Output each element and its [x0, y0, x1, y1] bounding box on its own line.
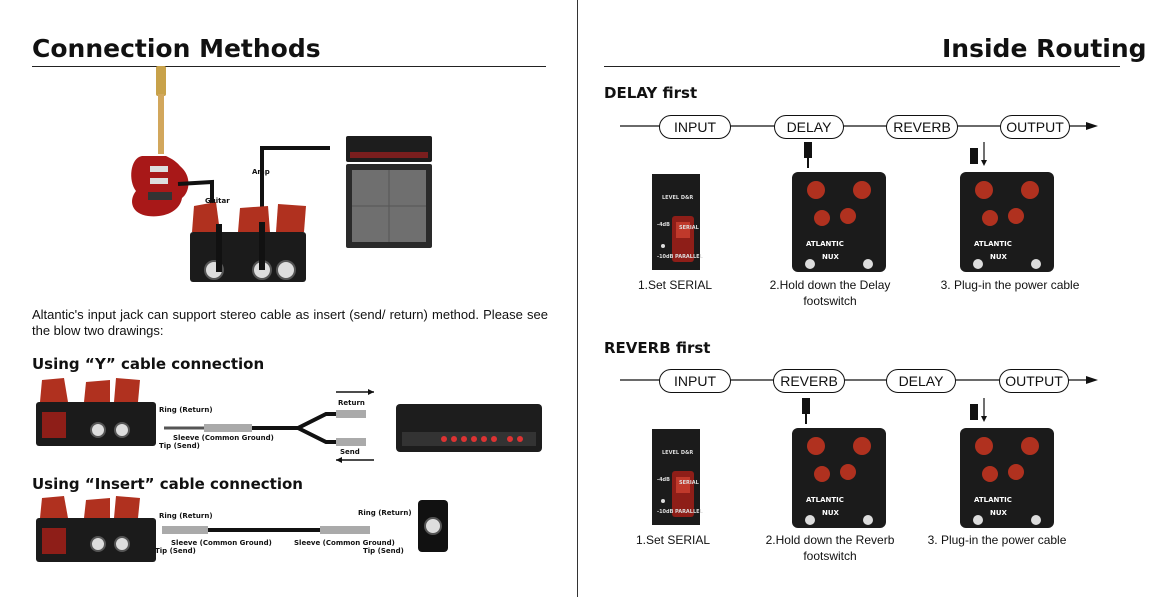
delay-pedal-power-image — [960, 142, 1054, 272]
delay-serial-switch-image — [652, 174, 700, 270]
delay-pedal-hold-image — [792, 142, 886, 272]
delay-first-heading: DELAY first — [604, 84, 698, 102]
reverb-pedal-brand: ATLANTIC — [806, 496, 844, 504]
reverb-serial-switch-image — [652, 429, 700, 525]
reverb-switch-title: LEVEL D&R — [662, 450, 694, 456]
guitar-label: Guitar — [205, 197, 230, 205]
right-title-rule — [604, 66, 1120, 67]
reverb-switch-db2: -10dB — [657, 509, 674, 515]
reverb-pedal-power-image — [960, 398, 1054, 528]
connection-illustration — [131, 66, 432, 282]
amp-label: Amp — [252, 168, 270, 176]
amp-image — [346, 136, 432, 248]
insert-cable-illustration — [36, 496, 448, 562]
y-ring-label: Ring (Return) — [159, 406, 213, 414]
delay-switch-db2: -10dB — [657, 254, 674, 260]
delay-switch-parallel: PARALLEL — [675, 254, 703, 260]
delay-chain-input: INPUT — [659, 115, 731, 139]
y-cable-heading: Using “Y” cable connection — [32, 355, 265, 373]
insert-cable-heading: Using “Insert” cable connection — [32, 475, 303, 493]
delay-pedal2-logo: NUX — [990, 253, 1007, 261]
reverb-switch-db: -4dB — [657, 477, 670, 483]
insert-sleeve-right-label: Sleeve (Common Ground) — [294, 539, 395, 547]
reverb-chain-reverb: REVERB — [773, 369, 845, 393]
reverb-pedal2-brand: ATLANTIC — [974, 496, 1012, 504]
delay-switch-title: LEVEL D&R — [662, 195, 694, 201]
y-return-label: Return — [338, 399, 365, 407]
delay-chain-delay: DELAY — [774, 115, 844, 139]
reverb-caption-1: 1.Set SERIAL — [635, 533, 711, 547]
insert-ring-left-label: Ring (Return) — [159, 512, 213, 520]
page-divider — [577, 0, 578, 597]
delay-switch-db: -4dB — [657, 222, 670, 228]
reverb-switch-serial: SERIAL — [679, 480, 699, 486]
y-sleeve-label: Sleeve (Common Ground) — [173, 434, 274, 442]
insert-ring-right-label: Ring (Return) — [358, 509, 412, 517]
delay-chain-output: OUTPUT — [1000, 115, 1070, 139]
reverb-pedal-hold-image — [792, 398, 886, 528]
y-tip-label: Tip (Send) — [159, 442, 200, 450]
reverb-chain-delay: DELAY — [886, 369, 956, 393]
reverb-chain-output: OUTPUT — [999, 369, 1069, 393]
left-page-title: Connection Methods — [32, 34, 321, 63]
reverb-first-heading: REVERB first — [604, 339, 711, 357]
reverb-switch-parallel: PARALLEL — [675, 509, 703, 515]
reverb-caption-2: 2.Hold down the Reverb footswitch — [765, 533, 895, 563]
delay-pedal-brand: ATLANTIC — [806, 240, 844, 248]
right-page-title: Inside Routing — [942, 34, 1147, 63]
insert-sleeve-left-label: Sleeve (Common Ground) — [171, 539, 272, 547]
delay-pedal2-brand: ATLANTIC — [974, 240, 1012, 248]
delay-caption-1: 1.Set SERIAL — [637, 278, 713, 292]
reverb-pedal2-logo: NUX — [990, 509, 1007, 517]
insert-paragraph: Altantic's input jack can support stereo… — [32, 307, 548, 338]
left-title-rule — [32, 66, 546, 67]
delay-caption-3: 3. Plug-in the power cable — [940, 278, 1080, 292]
reverb-caption-3: 3. Plug-in the power cable — [927, 533, 1067, 547]
delay-caption-2: 2.Hold down the Delay footswitch — [769, 278, 891, 308]
reverb-pedal-logo: NUX — [822, 509, 839, 517]
delay-chain-reverb: REVERB — [886, 115, 958, 139]
insert-tip-left-label: Tip (Send) — [155, 547, 196, 555]
guitar-image — [131, 66, 189, 217]
insert-tip-right-label: Tip (Send) — [363, 547, 404, 555]
y-cable-illustration — [36, 378, 542, 463]
delay-switch-serial: SERIAL — [679, 225, 699, 231]
delay-pedal-logo: NUX — [822, 253, 839, 261]
pedal-image — [190, 202, 306, 282]
y-send-label: Send — [340, 448, 360, 456]
reverb-chain-input: INPUT — [659, 369, 731, 393]
